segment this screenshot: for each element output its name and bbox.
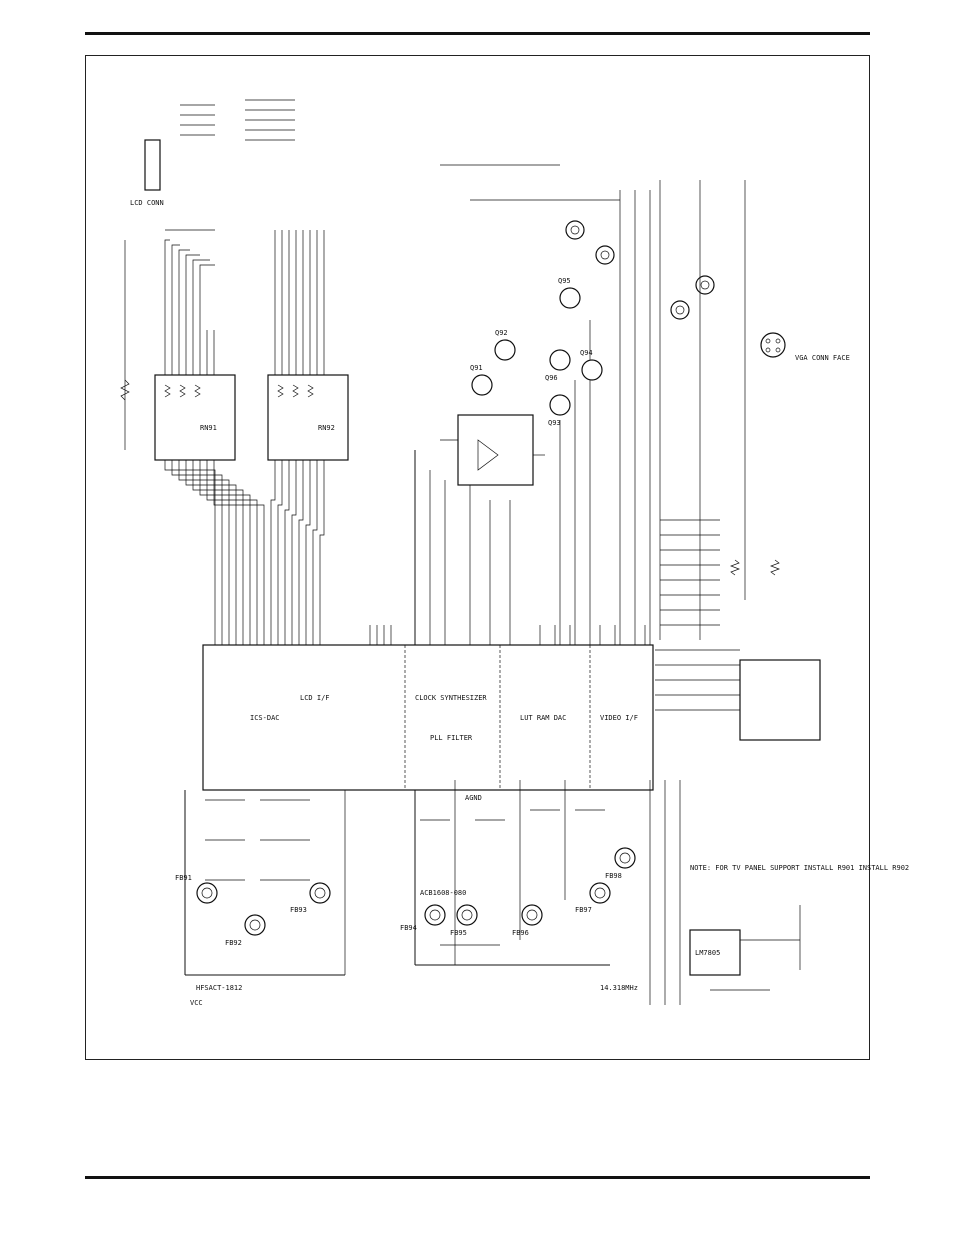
- lcd-connector: LCD CONN: [130, 99, 295, 207]
- ferrite-fb94-label: FB94: [400, 924, 417, 932]
- lcd-bus: [164, 330, 325, 625]
- transistor-q93: Q93: [548, 394, 571, 427]
- hf-label: HFSACT-1812: [196, 984, 242, 992]
- section-dac: LUT RAM DAC: [520, 714, 566, 722]
- regulator: LM7805: [649, 780, 801, 1005]
- section-video: VIDEO I/F: [600, 714, 638, 722]
- bottom-rule: [85, 1176, 870, 1179]
- transistor-q95-label: Q95: [558, 277, 571, 285]
- transistor-q94: Q94: [580, 349, 603, 381]
- ferrite-fb95: FB95: [450, 904, 478, 937]
- power-filter-left: [184, 789, 346, 976]
- resistor-pack-2-label: RN92: [318, 424, 335, 432]
- video-out-ferrites: [440, 164, 746, 640]
- ferrite-fb91-label: FB91: [175, 874, 192, 882]
- crystal-label: 14.318MHz: [600, 984, 638, 992]
- top-traces: [120, 229, 325, 450]
- ferrite-fb92: FB92: [225, 914, 266, 947]
- ferrite-fb94: FB94: [400, 904, 446, 932]
- transistor-q95: Q95: [558, 277, 581, 309]
- ferrite-fb92-label: FB92: [225, 939, 242, 947]
- transistor-q91: Q91: [470, 364, 493, 396]
- acb-label: ACB1608-080: [420, 889, 466, 897]
- ferrite-fb95-label: FB95: [450, 929, 467, 937]
- transistor-q91-label: Q91: [470, 364, 483, 372]
- notes: NOTE: FOR TV PANEL SUPPORT INSTALL R901 …: [690, 864, 909, 872]
- section-clock: CLOCK SYNTHESIZER: [415, 694, 487, 702]
- transistor-q96-label: Q96: [545, 374, 558, 382]
- resistor-pack-2: RN92: [267, 374, 349, 461]
- video-drivers: [414, 190, 651, 645]
- resistor-pack-1: RN91: [154, 374, 236, 461]
- ferrite-fb98-label: FB98: [605, 872, 622, 880]
- video-pin-traces: [660, 519, 780, 626]
- resistor-pack-1-label: RN91: [200, 424, 217, 432]
- regulator-label: LM7805: [695, 949, 720, 957]
- main-chip: ICS-DAC LCD I/F CLOCK SYNTHESIZER PLL FI…: [202, 644, 654, 791]
- transistor-q96: Q96: [545, 349, 571, 382]
- power-filter-center: [414, 780, 610, 966]
- transistor-q92: Q92: [494, 329, 516, 361]
- vcc-label: VCC: [190, 999, 203, 1007]
- ferrite-fb91: FB91: [175, 874, 218, 904]
- section-lcd: LCD I/F: [300, 694, 330, 702]
- ferrite-fb97: FB97: [575, 882, 611, 914]
- vga-connector-label: VGA CONN FACE: [795, 354, 850, 362]
- ferrite-fb98: FB98: [605, 847, 636, 880]
- pinout-box: [655, 649, 821, 741]
- top-rule: [85, 32, 870, 35]
- ferrite-fb93: FB93: [290, 882, 331, 914]
- ferrite-fb97-label: FB97: [575, 906, 592, 914]
- chip-top-pins: [214, 625, 646, 645]
- vga-connector: VGA CONN FACE: [760, 332, 850, 362]
- agnd-label: AGND: [465, 794, 482, 802]
- ferrite-fb93-label: FB93: [290, 906, 307, 914]
- transistor-q93-label: Q93: [548, 419, 561, 427]
- transistor-q94-label: Q94: [580, 349, 593, 357]
- ferrite-fb96-label: FB96: [512, 929, 529, 937]
- chip-title: ICS-DAC: [250, 714, 280, 722]
- section-pll: PLL FILTER: [430, 734, 473, 742]
- ferrite-fb96: FB96: [512, 904, 543, 937]
- lcd-connector-label: LCD CONN: [130, 199, 164, 207]
- transistor-q92-label: Q92: [495, 329, 508, 337]
- schematic-frame: [85, 55, 870, 1060]
